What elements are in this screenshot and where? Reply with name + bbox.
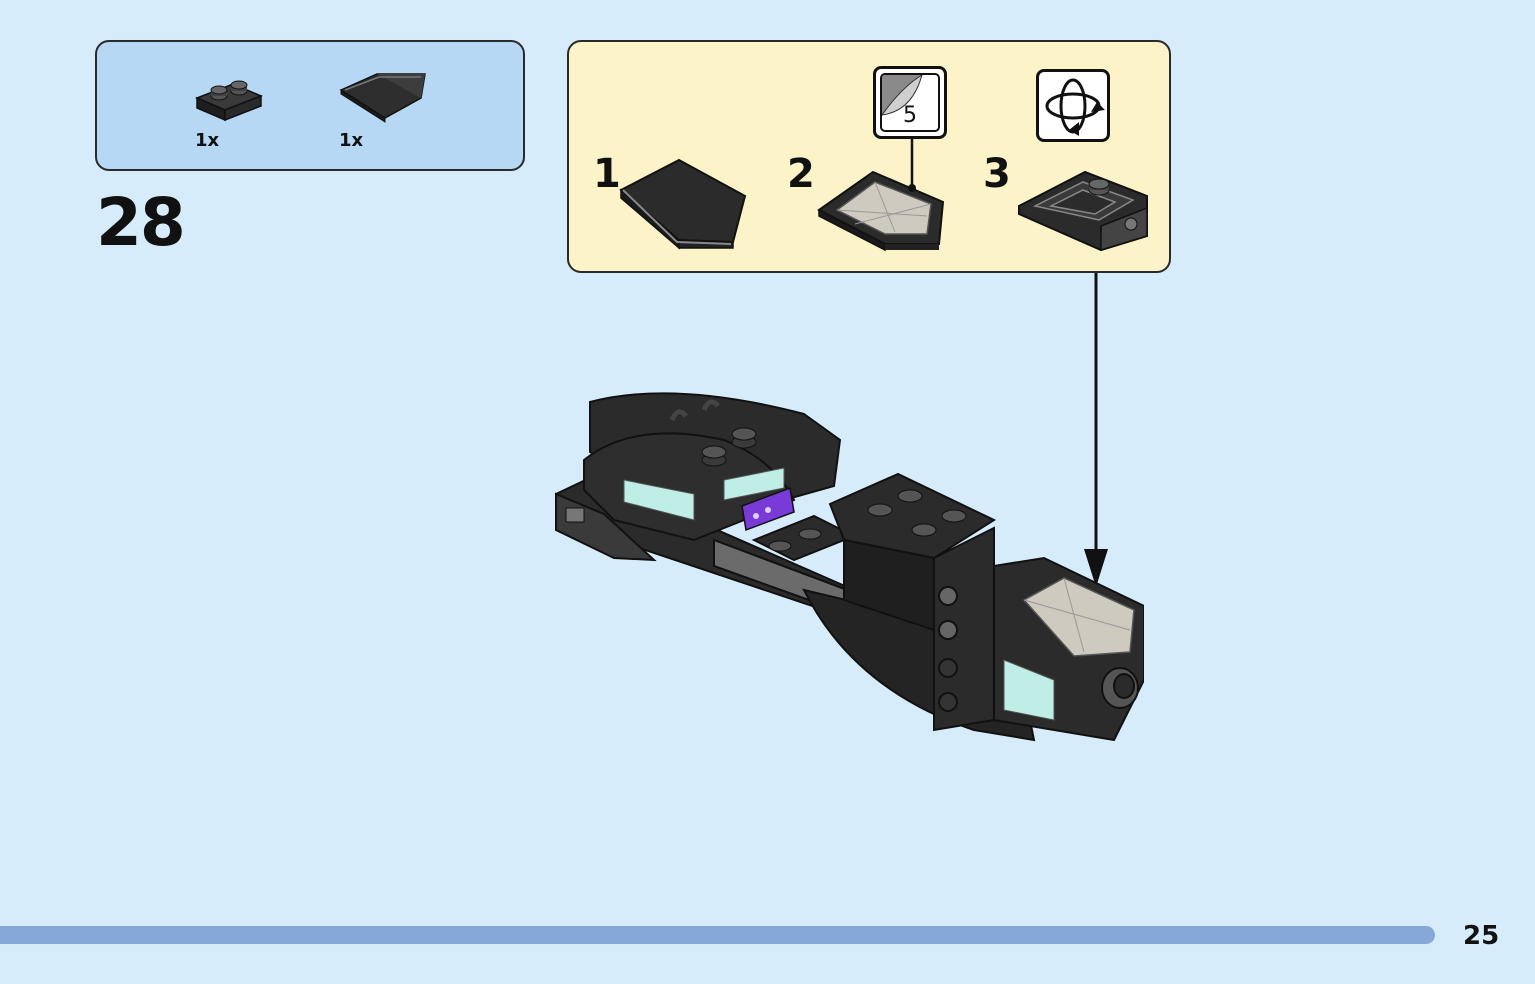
wedge-tile-icon — [619, 158, 747, 250]
model-assembly-illustration — [555, 392, 1144, 742]
parts-list-box: 1x 1x — [95, 40, 525, 171]
parts-list-item: 1x — [193, 76, 265, 151]
sticker-number: 5 — [903, 103, 917, 128]
parts-list-item: 1x — [337, 68, 433, 151]
wedge-tile-with-sticker-icon — [817, 170, 945, 252]
wedge-tile-icon — [339, 73, 426, 123]
sub-step-number: 1 — [593, 151, 621, 197]
sub-step-number: 3 — [983, 151, 1011, 197]
sticker-peel-icon — [882, 75, 923, 116]
plate-1x2-icon — [195, 80, 263, 122]
callout-pointer — [908, 138, 916, 192]
sticker-callout: 5 — [873, 66, 947, 139]
assembly-arrow — [1084, 273, 1108, 587]
part-quantity: 1x — [195, 130, 220, 151]
footer-progress-bar — [0, 926, 1435, 944]
sub-step-number: 2 — [787, 151, 815, 197]
rotate-callout — [1036, 69, 1110, 142]
step-number: 28 — [96, 184, 186, 261]
page-number: 25 — [1463, 921, 1500, 951]
part-quantity: 1x — [339, 130, 364, 151]
rotate-icon — [1045, 78, 1105, 136]
sub-assembly-icon — [1018, 170, 1148, 252]
